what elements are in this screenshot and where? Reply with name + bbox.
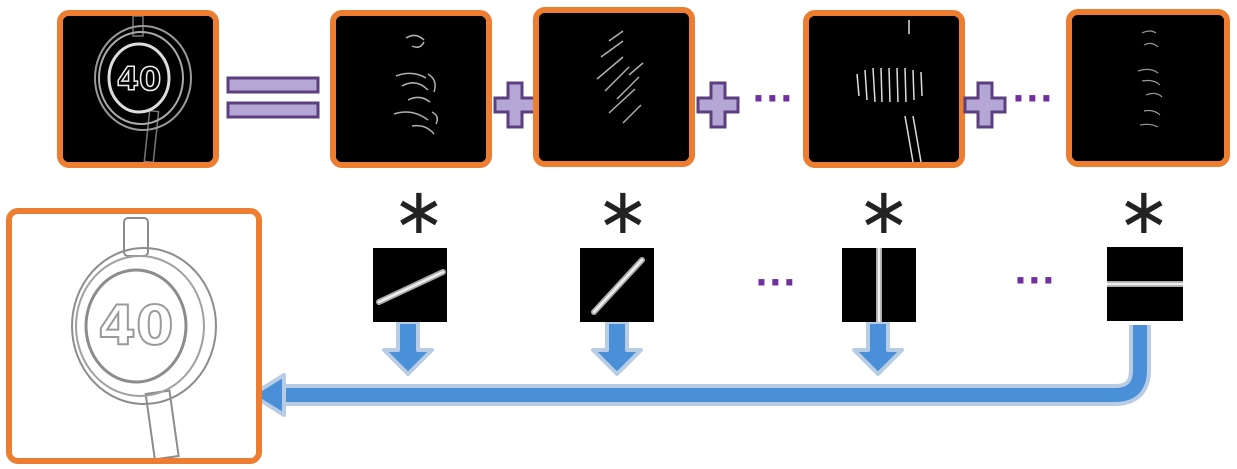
down-arrow-1 bbox=[382, 320, 434, 376]
plus-icon-1 bbox=[493, 81, 537, 129]
down-arrow-3 bbox=[852, 320, 904, 376]
ellipsis-top-2: ··· bbox=[1012, 79, 1054, 119]
feature-map-3 bbox=[803, 10, 965, 168]
ellipsis-kernels-1: ··· bbox=[755, 263, 797, 303]
feature-map-horizontal-icon bbox=[1072, 15, 1224, 161]
kernel-shallow-diagonal bbox=[373, 248, 447, 322]
input-image: 40 bbox=[57, 10, 219, 168]
input-sign-text: 40 bbox=[117, 60, 162, 98]
output-image: 40 bbox=[6, 208, 262, 464]
feature-map-steep-icon bbox=[539, 13, 689, 161]
convolution-symbol-2: ∗ bbox=[596, 175, 650, 249]
return-arrow bbox=[250, 325, 1151, 417]
feature-map-shallow-icon bbox=[336, 16, 486, 162]
plus-icon-3 bbox=[963, 81, 1007, 129]
down-arrow-2 bbox=[591, 320, 643, 376]
ellipsis-top-1: ··· bbox=[752, 79, 794, 119]
ellipsis-kernels-2: ··· bbox=[1014, 261, 1056, 301]
speed-sign-dark-icon: 40 bbox=[63, 16, 213, 162]
convolution-symbol-4: ∗ bbox=[1117, 175, 1171, 249]
convolution-symbol-1: ∗ bbox=[392, 175, 446, 249]
feature-map-vertical-icon bbox=[809, 16, 959, 162]
feature-map-4 bbox=[1066, 9, 1230, 167]
speed-sign-sketch-icon: 40 bbox=[12, 214, 256, 458]
plus-icon-2 bbox=[696, 81, 740, 129]
kernel-horizontal bbox=[1107, 247, 1183, 321]
feature-map-1 bbox=[330, 10, 492, 168]
kernel-vertical bbox=[842, 248, 916, 322]
equals-icon bbox=[226, 76, 320, 119]
kernel-steep-diagonal bbox=[580, 248, 654, 322]
feature-map-2 bbox=[533, 7, 695, 167]
convolution-symbol-3: ∗ bbox=[857, 175, 911, 249]
output-sign-text: 40 bbox=[98, 294, 173, 357]
